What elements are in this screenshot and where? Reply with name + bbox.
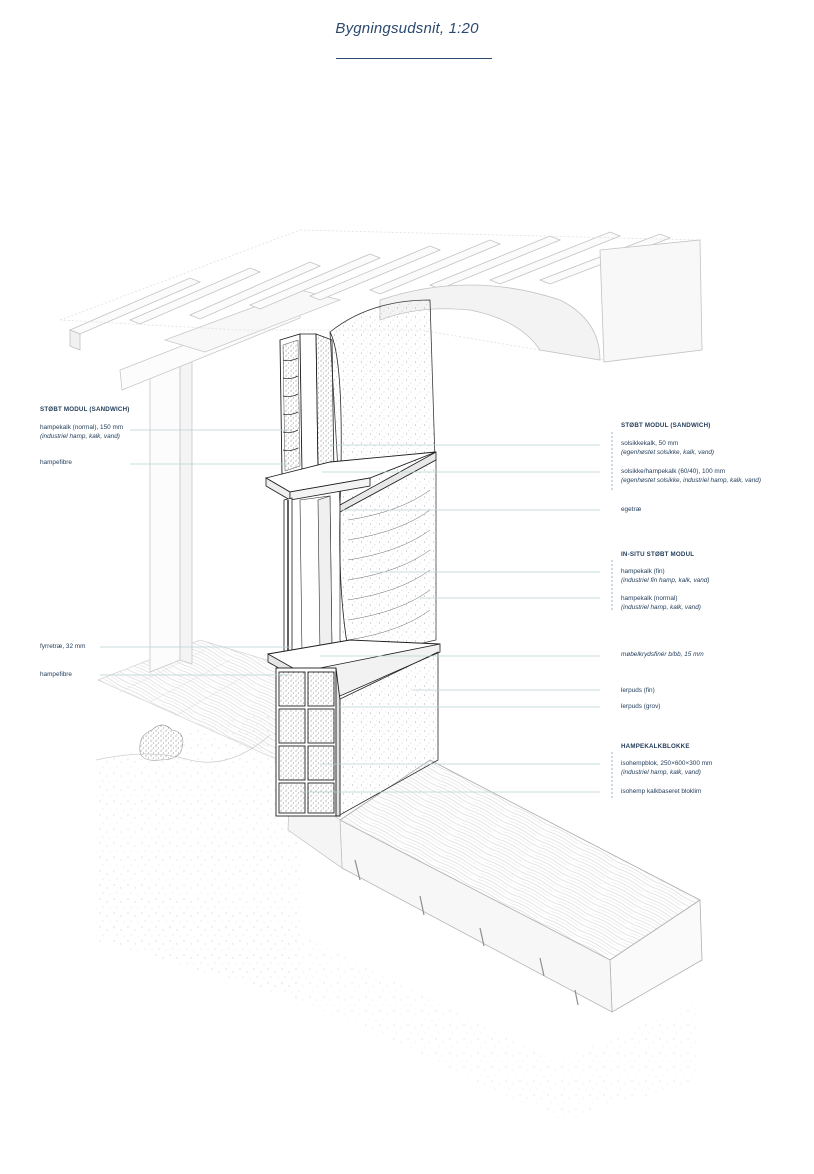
hemp-lime-blocks [275,667,341,817]
background-timber-frame [119,289,342,673]
right-group2-item1: hampekalk (fin) [621,568,665,575]
right-egetrae: egetræ [621,506,642,513]
right-group2-item1-sub: (industriel fin hamp, kalk, vand) [621,577,710,584]
right-group1-item1: solsikkekalk, 50 mm [621,440,679,447]
right-lerpuds-fin: lerpuds (fin) [621,687,655,694]
right-group3-item2: isohemp kalkbaseret bloklim [621,788,702,795]
right-group1-item2-sub: (egenhøstet solsikke, industriel hamp, k… [621,477,761,484]
right-lerpuds-grov: lerpuds (grov) [621,703,661,710]
left-group1-item1: hampekalk (normal), 150 mm [40,424,124,431]
left-group1-item2: hampefibre [40,459,72,466]
right-group1-item1-sub: (egenhøstet solsikke, kalk, vand) [621,449,715,456]
right-mobelkrydsfiner: møbelkrydsfinér b/bb, 15 mm [621,651,704,658]
right-group1-heading: STØBT MODUL (SANDWICH) [621,422,711,429]
leader-lines [100,429,600,793]
page-title: Bygningsudsnit, 1:20 [335,20,479,37]
right-group3-item1: isohempblok, 250×600×300 mm [621,760,713,767]
right-group1-item2: solsikke/hampekalk (60/40), 100 mm [621,468,726,475]
shrub [139,724,184,761]
left-item3: fyrretræ, 32 mm [40,643,86,650]
ground-terrain [95,700,700,1120]
left-group1-heading: STØBT MODUL (SANDWICH) [40,406,130,413]
window-frame [283,495,333,663]
right-group3-item1-sub: (industriel hamp, kalk, vand) [621,769,701,776]
right-group2-item2-sub: (industriel hamp, kalk, vand) [621,604,701,611]
right-group2-item2: hampekalk (normal) [621,595,678,602]
title-underline [336,58,492,59]
sandwich-module-section [279,333,335,477]
left-item4: hampefibre [40,671,72,678]
right-group2-heading: IN-SITU STØBT MODUL [621,551,695,558]
roof-rafters [59,229,703,363]
left-group1-item1-sub: (industriel hamp, kalk, vand) [40,433,120,440]
right-group3-heading: HAMPEKALKBLOKKE [621,743,690,750]
